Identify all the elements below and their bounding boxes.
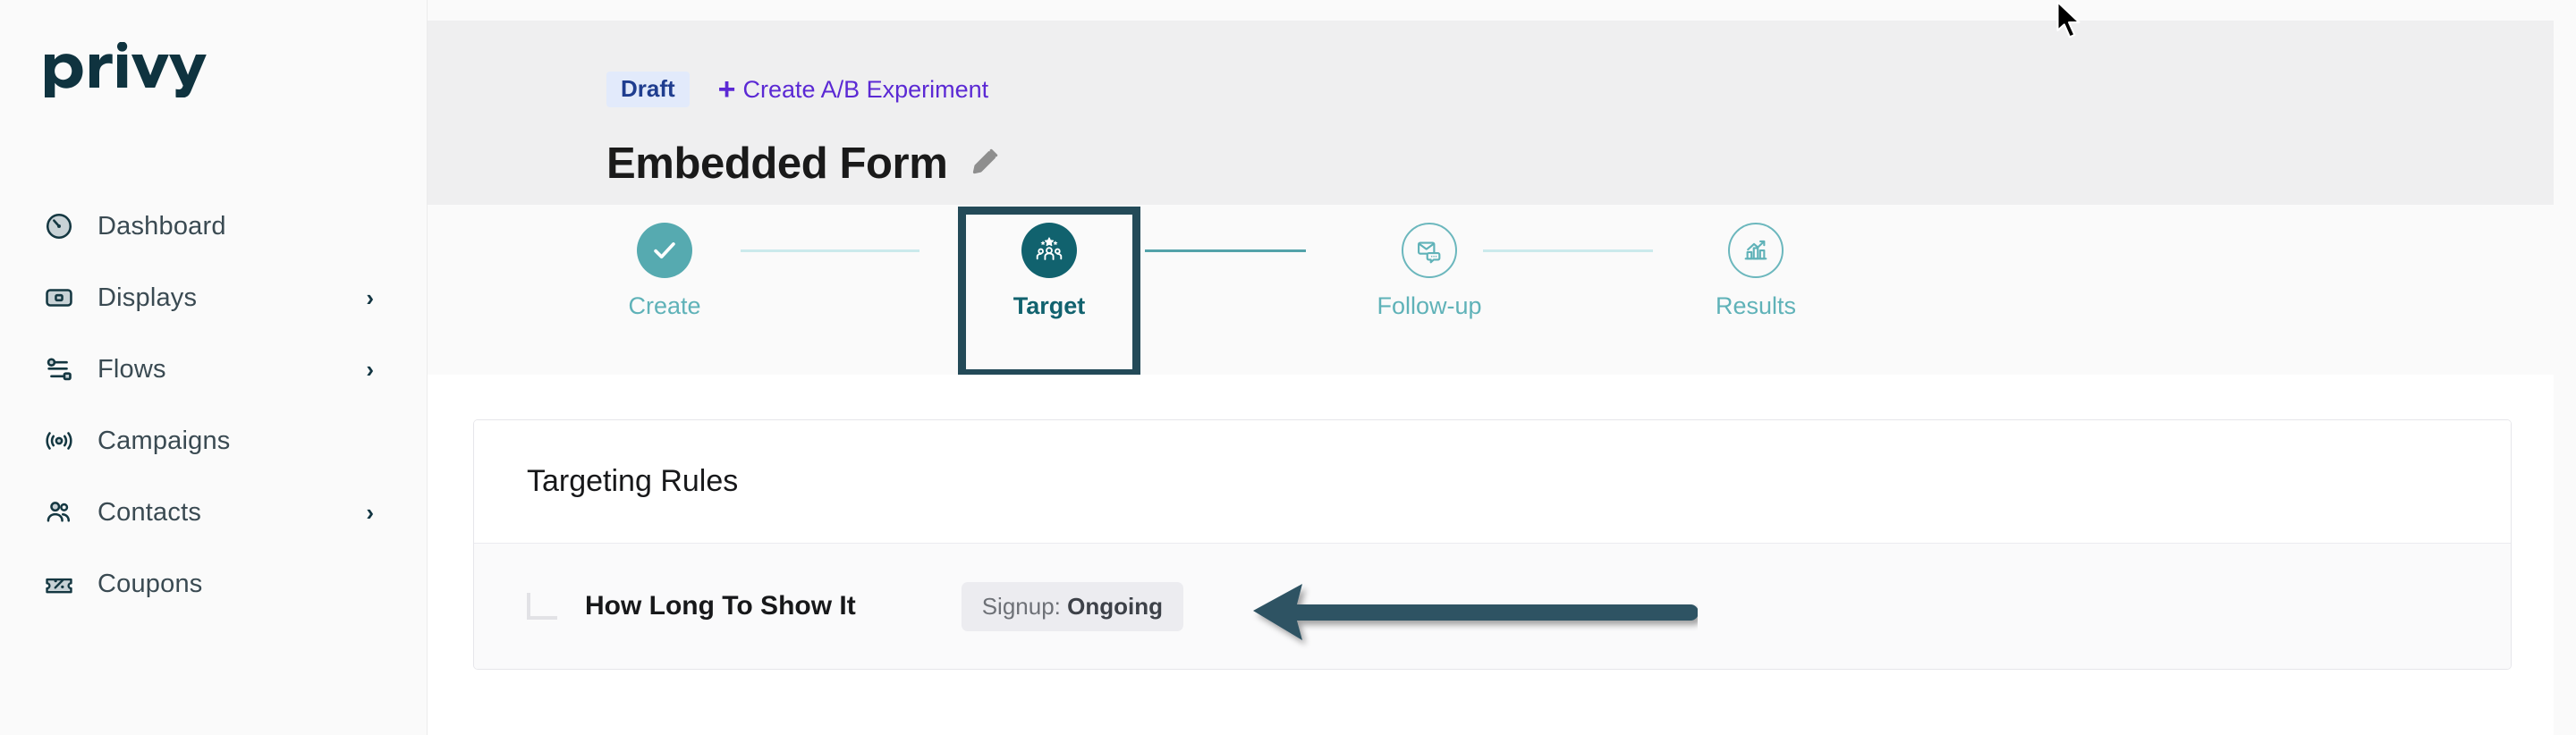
dashboard-gauge-icon [43,210,75,242]
page-title: Embedded Form [606,139,948,188]
stepper-step-label: Follow-up [1377,292,1482,319]
card-header: Targeting Rules [474,420,2511,543]
sidebar: Dashboard Displays › Flows › [0,0,428,735]
corner-bracket-icon [527,593,557,620]
stepper-step-label: Target [1013,292,1086,319]
privy-logo[interactable] [43,41,213,98]
stepper-step-results[interactable]: Results [1680,223,1832,320]
display-icon [43,282,75,314]
card-title: Targeting Rules [527,464,739,498]
flows-icon [43,353,75,385]
stepper-step-target[interactable]: Target [973,223,1125,320]
stepper-step-label: Create [628,292,701,319]
sidebar-item-coupons[interactable]: Coupons [0,563,428,604]
content-area: Targeting Rules How Long To Show It Sign… [428,375,2554,735]
stepper-band: Create Target [428,205,2554,516]
bar-chart-trend-icon [1728,223,1784,278]
sidebar-item-displays[interactable]: Displays › [0,277,428,318]
rule-label: How Long To Show It [585,591,856,621]
main-panel: Draft + Create A/B Experiment Embedded F… [428,0,2554,735]
targeting-rules-card: Targeting Rules How Long To Show It Sign… [473,419,2512,670]
contacts-people-icon [43,496,75,528]
sidebar-nav: Dashboard Displays › Flows › [0,206,428,635]
campaigns-broadcast-icon [43,425,75,457]
stepper-step-label: Results [1715,292,1797,319]
create-ab-experiment-label: Create A/B Experiment [742,75,989,103]
sidebar-item-label: Campaigns [97,426,231,455]
sidebar-item-label: Coupons [97,569,203,598]
stepper-step-followup[interactable]: Follow-up [1353,223,1505,320]
top-strip [428,0,2554,21]
table-row[interactable]: How Long To Show It Signup: Ongoing [474,543,2511,669]
sidebar-item-campaigns[interactable]: Campaigns [0,420,428,461]
chevron-right-icon: › [366,284,374,311]
step-connector-2 [1145,249,1306,252]
chevron-right-icon: › [366,499,374,526]
pencil-edit-icon[interactable] [969,146,1001,182]
sidebar-item-label: Displays [97,283,198,312]
page-header-band: Draft + Create A/B Experiment Embedded F… [428,21,2554,205]
status-badge: Draft [606,72,690,107]
status-chip[interactable]: Signup: Ongoing [961,581,1183,631]
create-ab-experiment-link[interactable]: + Create A/B Experiment [717,72,989,106]
header-title-row: Embedded Form [606,139,1001,189]
active-step-highlight [958,207,1140,377]
target-audience-icon [1021,223,1077,278]
step-connector-3 [1483,249,1653,252]
chip-value: Ongoing [1067,592,1163,620]
envelope-chat-icon [1402,223,1457,278]
step-connector-1 [741,249,919,252]
chip-prefix: Signup: [981,592,1068,620]
coupon-percent-icon [43,568,75,600]
sidebar-item-contacts[interactable]: Contacts › [0,492,428,533]
check-icon [637,223,692,278]
sidebar-item-label: Flows [97,354,166,384]
sidebar-item-label: Contacts [97,497,202,527]
sidebar-item-label: Dashboard [97,211,226,241]
sidebar-item-flows[interactable]: Flows › [0,349,428,390]
header-meta-row: Draft + Create A/B Experiment [606,72,988,107]
stepper-step-create[interactable]: Create [589,223,741,320]
plus-icon: + [717,72,736,106]
chevron-right-icon: › [366,356,374,383]
stepper: Create Target [562,205,1796,377]
sidebar-item-dashboard[interactable]: Dashboard [0,206,428,247]
